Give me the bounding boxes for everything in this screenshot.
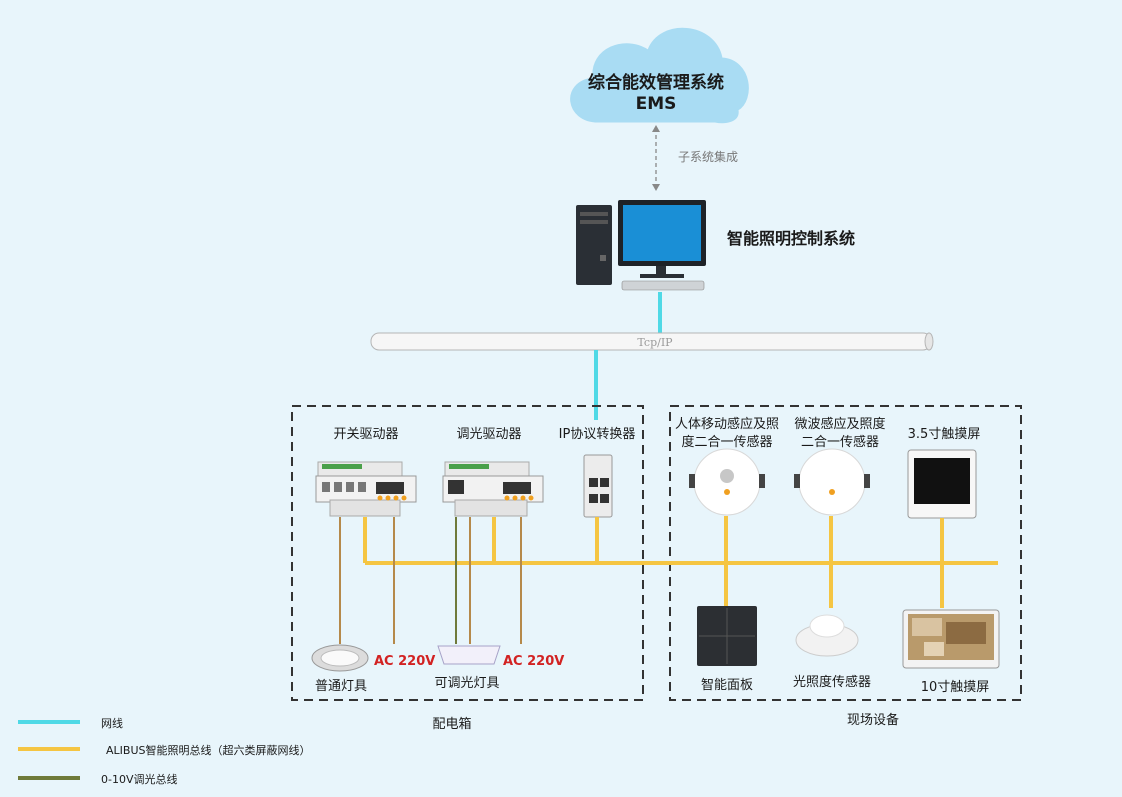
field-caption: 现场设备 — [847, 712, 899, 728]
touch-screen-small-icon — [907, 449, 977, 519]
ems-subtitle: EMS — [636, 94, 677, 114]
legend-network-label: 网线 — [101, 716, 123, 730]
cabinet-box — [291, 405, 644, 701]
ems-cloud — [570, 27, 749, 124]
microwave-sensor-label-2: 二合一传感器 — [801, 434, 879, 450]
switch-driver-device — [315, 461, 417, 517]
pir-sensor-label-2: 度二合一传感器 — [681, 434, 772, 450]
field-box — [669, 405, 1022, 701]
ip-converter-device — [583, 454, 613, 518]
legend: 网线 ALIBUS智能照明总线（超六类屏蔽网线） 0-10V调光总线 — [18, 716, 310, 786]
light-sensor-icon — [795, 614, 859, 657]
legend-dimming-label: 0-10V调光总线 — [101, 772, 178, 786]
dimmable-lamp-icon — [437, 645, 501, 665]
smart-panel-label: 智能面板 — [701, 678, 753, 693]
dimmable-lamp-label: 可调光灯具 — [434, 676, 499, 691]
integration-label: 子系统集成 — [678, 149, 738, 164]
legend-alibus-label: ALIBUS智能照明总线（超六类屏蔽网线） — [106, 743, 310, 757]
ip-converter-label: IP协议转换器 — [559, 427, 636, 442]
arrow-down-icon — [652, 184, 660, 191]
tcpip-backbone — [370, 332, 934, 351]
ems-title: 综合能效管理系统 — [588, 72, 724, 93]
microwave-sensor-icon — [794, 448, 870, 516]
normal-lamp-label: 普通灯具 — [315, 679, 367, 694]
touch-large-label: 10寸触摸屏 — [921, 680, 990, 695]
pir-sensor-label-1: 人体移动感应及照 — [675, 416, 779, 432]
dimming-driver-device — [442, 461, 544, 517]
ac-220v-label-1: AC 220V — [374, 654, 435, 669]
light-sensor-label: 光照度传感器 — [793, 674, 871, 690]
microwave-sensor-label-1: 微波感应及照度 — [794, 416, 885, 432]
tcpip-label: Tcp/IP — [637, 336, 673, 349]
normal-lamp-icon — [311, 644, 369, 672]
control-system-label: 智能照明控制系统 — [727, 229, 855, 248]
touch-screen-large-icon — [902, 609, 1000, 669]
arrow-up-icon — [652, 125, 660, 132]
dimming-driver-label: 调光驱动器 — [456, 427, 521, 442]
pir-sensor-icon — [689, 448, 765, 516]
cabinet-caption: 配电箱 — [432, 716, 471, 732]
switch-driver-label: 开关驱动器 — [333, 427, 398, 442]
ac-220v-label-2: AC 220V — [503, 654, 564, 669]
touch-small-label: 3.5寸触摸屏 — [908, 427, 981, 442]
smart-panel-icon — [697, 606, 757, 666]
computer-icon — [576, 200, 706, 291]
